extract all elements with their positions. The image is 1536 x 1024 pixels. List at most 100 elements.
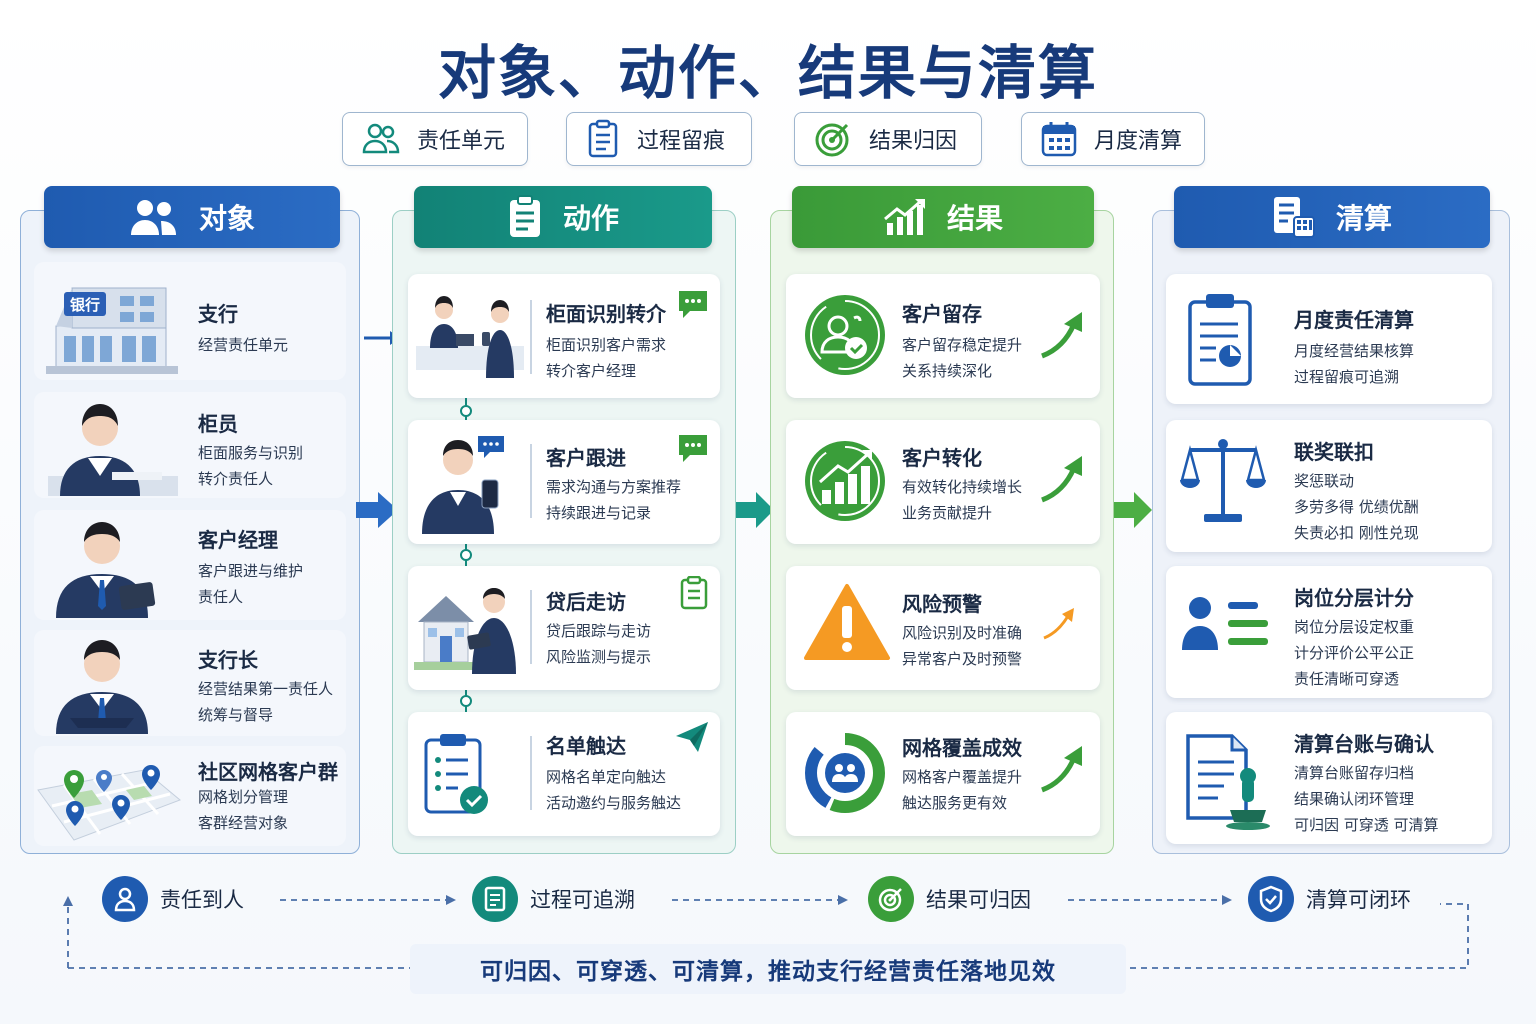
action-card-counter-referral: 柜面识别转介 柜面识别客户需求 转介客户经理 <box>408 274 720 398</box>
settle-card-line: 多劳多得 优绩优酬 <box>1294 498 1419 516</box>
settle-card-line: 结果确认闭环管理 <box>1294 790 1415 808</box>
trend-up-arrow-icon <box>1041 456 1082 503</box>
object-item-title: 支行 <box>198 302 238 326</box>
settle-card-line: 奖惩联动 <box>1294 472 1355 490</box>
result-column-header: 结果 <box>792 186 1094 248</box>
object-item-line: 经营责任单元 <box>198 336 289 354</box>
settle-card-title: 联奖联扣 <box>1294 440 1374 464</box>
chat-bubble-icon <box>679 435 707 462</box>
trend-up-arrow-icon <box>1043 608 1074 640</box>
result-card-title: 客户留存 <box>902 302 982 326</box>
flow-step-accountability: 责任到人 <box>102 876 244 922</box>
document-icon <box>472 876 518 922</box>
flow-step-traceable: 过程可追溯 <box>472 876 635 922</box>
branch-head-figure-icon <box>56 640 148 734</box>
object-item-line: 经营结果第一责任人 <box>198 680 334 698</box>
report-clipboard-icon <box>1188 294 1252 386</box>
coverage-donut-icon <box>805 733 885 813</box>
action-card-line: 活动邀约与服务触达 <box>546 794 682 812</box>
settle-card-line: 责任清晰可穿透 <box>1294 670 1400 688</box>
settle-card-line: 月度经营结果核算 <box>1294 342 1415 360</box>
object-item-line: 转介责任人 <box>198 470 274 488</box>
pill-label: 责任单元 <box>417 129 506 154</box>
balance-scale-icon <box>1180 439 1266 522</box>
flow-step-closed-loop: 清算可闭环 <box>1248 876 1411 922</box>
trend-up-arrow-icon <box>1041 746 1082 793</box>
flow-step-label: 结果可归因 <box>926 888 1031 912</box>
object-item-line: 客群经营对象 <box>198 814 289 832</box>
divider <box>530 590 532 664</box>
trend-up-arrow-icon <box>1041 312 1082 359</box>
settle-card-title: 岗位分层计分 <box>1294 586 1414 610</box>
action-column-header: 动作 <box>414 186 712 248</box>
result-card-line: 业务贡献提升 <box>902 504 993 522</box>
ledger-stamp-icon <box>1186 734 1270 830</box>
customer-retention-icon <box>805 295 885 375</box>
growth-chart-icon <box>884 199 925 235</box>
settle-card-ledger-confirm: 清算台账与确认 清算台账留存归档 结果确认闭环管理 可归因 可穿透 可清算 <box>1166 712 1492 844</box>
object-item-title: 支行长 <box>198 648 258 672</box>
object-item-title: 客户经理 <box>198 528 278 552</box>
action-card-customer-followup: 客户跟进 需求沟通与方案推荐 持续跟进与记录 <box>408 420 720 544</box>
settle-card-line: 可归因 可穿透 可清算 <box>1294 816 1439 834</box>
clipboard-icon <box>509 195 540 237</box>
result-card-line: 触达服务更有效 <box>902 794 1008 812</box>
object-item-line: 责任人 <box>198 588 244 606</box>
pill-label: 结果归因 <box>869 129 958 154</box>
flow-step-label: 清算可闭环 <box>1306 888 1411 912</box>
result-card-line: 风险识别及时准确 <box>902 624 1023 642</box>
object-item-line: 柜面服务与识别 <box>198 444 304 462</box>
column-title: 清算 <box>1335 202 1392 235</box>
flow-step-label: 责任到人 <box>160 888 244 912</box>
teller-figure-icon <box>48 404 178 496</box>
action-card-line: 需求沟通与方案推荐 <box>546 478 682 496</box>
target-icon <box>815 123 849 157</box>
result-card-line: 异常客户及时预警 <box>902 650 1023 668</box>
checklist-icon <box>680 576 708 610</box>
result-card-grid-coverage: 网格覆盖成效 网格客户覆盖提升 触达服务更有效 <box>786 712 1100 836</box>
people-icon <box>130 200 176 235</box>
result-card-title: 风险预警 <box>902 592 982 616</box>
paper-plane-icon <box>676 722 708 752</box>
result-card-line: 客户留存稳定提升 <box>902 336 1023 354</box>
clipboard-icon <box>588 119 618 158</box>
object-item-community-grid: 社区网格客户群 网格划分管理 客群经营对象 <box>34 746 346 846</box>
shield-icon <box>1248 876 1294 922</box>
object-item-line: 统筹与督导 <box>198 706 274 724</box>
object-item-branch-head: 支行长 经营结果第一责任人 统筹与督导 <box>34 630 346 736</box>
calendar-icon <box>1041 122 1077 157</box>
pill-process-trace: 过程留痕 <box>566 112 752 166</box>
big-arrow-right-icon <box>356 492 398 528</box>
manager-phone-icon <box>422 436 504 534</box>
flow-step-attributable: 结果可归因 <box>868 876 1031 922</box>
person-icon <box>102 876 148 922</box>
page-title: 对象、动作、结果与清算 <box>437 39 1098 107</box>
object-item-line: 网格划分管理 <box>198 788 289 806</box>
settle-card-line: 过程留痕可追溯 <box>1294 368 1400 386</box>
bank-sign: 银行 <box>70 296 100 314</box>
result-card-conversion: 客户转化 有效转化持续增长 业务贡献提升 <box>786 420 1100 544</box>
loop-connector <box>63 895 1469 969</box>
pill-monthly-settlement: 月度清算 <box>1021 112 1205 166</box>
counter-service-icon <box>416 296 524 378</box>
big-arrow-right-icon <box>736 492 774 528</box>
target-icon <box>868 876 914 922</box>
action-card-line: 网格名单定向触达 <box>546 768 667 786</box>
action-card-line: 柜面识别客户需求 <box>546 336 667 354</box>
pill-responsibility-unit: 责任单元 <box>342 112 528 166</box>
result-card-retention: 客户留存 客户留存稳定提升 关系持续深化 <box>786 274 1100 398</box>
result-card-line: 有效转化持续增长 <box>902 478 1023 496</box>
settle-card-title: 清算台账与确认 <box>1294 732 1434 756</box>
settle-card-line: 岗位分层设定权重 <box>1294 618 1415 636</box>
action-card-title: 客户跟进 <box>546 446 626 470</box>
divider <box>530 300 532 374</box>
result-card-line: 关系持续深化 <box>902 362 993 380</box>
action-card-post-loan-visit: 贷后走访 贷后跟踪与走访 风险监测与提示 <box>408 566 720 690</box>
conversion-chart-icon <box>805 441 885 521</box>
column-title: 对象 <box>198 202 255 235</box>
action-card-line: 风险监测与提示 <box>546 648 652 666</box>
settle-card-line: 计分评价公平公正 <box>1294 644 1415 662</box>
column-title: 动作 <box>562 202 619 235</box>
object-item-title: 柜员 <box>198 412 238 436</box>
